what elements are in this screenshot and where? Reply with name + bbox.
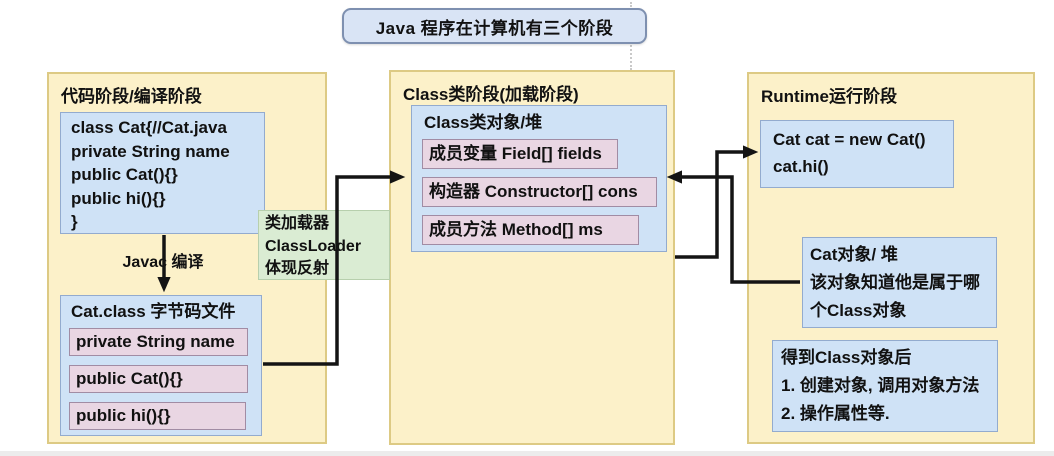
cat-object-heap-box: Cat对象/ 堆 该对象知道他是属于哪 个Class对象 [802,237,997,328]
code-line: Cat cat = new Cat() [773,130,926,149]
diagram-title: Java 程序在计算机有三个阶段 [375,18,614,38]
bytecode-file-box: Cat.class 字节码文件 private String name publ… [60,295,262,436]
bytecode-member: public hi(){} [69,401,246,430]
code-line: public hi(){} [71,188,166,208]
note-line: 体现反射 [265,260,330,277]
code-line: } [71,212,78,231]
note-line: 2. 操作属性等. [781,404,890,423]
note-line: 1. 创建对象, 调用对象方法 [781,376,980,395]
bytecode-member: public Cat(){} [69,364,248,393]
panel-runtime-stage-title: Runtime运行阶段 [761,87,897,106]
panel-class-stage-title: Class类阶段(加载阶段) [403,85,579,104]
class-member-methods: 成员方法 Method[] ms [422,214,639,245]
note-line: 个Class对象 [810,301,907,320]
bytecode-file-box-title: Cat.class 字节码文件 [71,302,236,321]
bytecode-member: private String name [69,327,248,356]
note-line: Cat对象/ 堆 [810,245,898,264]
class-member-fields: 成员变量 Field[] fields [422,138,618,169]
class-object-usage-note-box: 得到Class对象后 1. 创建对象, 调用对象方法 2. 操作属性等. [772,340,998,432]
class-to-runtime-arrow [675,145,759,259]
code-line: class Cat{//Cat.java [71,118,227,137]
note-line: 该对象知道他是属于哪 [810,273,980,292]
code-line: cat.hi() [773,157,829,176]
class-object-heap-box: Class类对象/堆 成员变量 Field[] fields 构造器 Const… [411,105,667,252]
source-code-box: class Cat{//Cat.java private String name… [60,112,265,234]
code-line: public Cat(){} [71,165,178,184]
note-line: 得到Class对象后 [781,348,912,367]
note-line: ClassLoader [265,237,362,255]
runtime-code-box: Cat cat = new Cat() cat.hi() [760,120,954,188]
javac-compile-label: Javac 编译 [122,254,204,271]
panel-code-stage-title: 代码阶段/编译阶段 [61,87,202,106]
note-line: 类加载器 [265,215,330,232]
bottom-edge [0,451,1054,456]
class-member-constructors: 构造器 Constructor[] cons [422,176,657,207]
classloader-note-box: 类加载器 ClassLoader 体现反射 [258,210,390,280]
code-line: private String name [71,141,230,161]
diagram-title-box: Java 程序在计算机有三个阶段 [342,8,647,44]
class-object-heap-box-title: Class类对象/堆 [424,113,543,132]
